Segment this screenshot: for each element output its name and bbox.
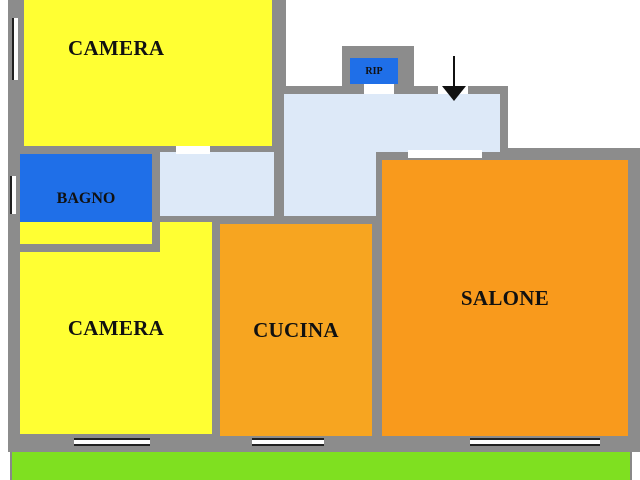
window-left-camera-top (12, 18, 18, 80)
room-label: CAMERA (67, 315, 165, 340)
window-left-bagno (10, 176, 16, 214)
room-label: BAGNO (56, 190, 116, 207)
room-rip: RIP (350, 58, 398, 84)
window-camera-bottom (74, 438, 150, 446)
corridor-divider (274, 150, 284, 218)
room-camera-bottom: CAMERA (20, 222, 212, 434)
arrow-down-icon (442, 56, 466, 101)
outside-area-top-right (508, 0, 640, 148)
outside-area-top-mid (286, 0, 508, 46)
outside-area-top-mid3 (286, 46, 342, 86)
window-cucina (252, 438, 324, 446)
door-corridor-top (408, 150, 482, 158)
wall-bagno-right (152, 154, 160, 250)
room-camera-top: CAMERA (24, 0, 272, 146)
wall-bagno-bottom (20, 244, 160, 252)
wall-left-edge (8, 0, 22, 440)
room-cucina: CUCINA (220, 224, 372, 436)
room-label: CUCINA (253, 317, 339, 342)
window-salone (470, 438, 600, 446)
room-salone: SALONE (382, 160, 628, 436)
door-rip (364, 84, 394, 94)
door-camera-top (176, 146, 210, 154)
room-label: CAMERA (68, 36, 165, 60)
room-label: SALONE (460, 285, 550, 310)
outside-area-top-mid2 (414, 46, 508, 86)
corridor (284, 94, 500, 152)
room-label: RIP (365, 65, 383, 77)
balcony-terrace (10, 452, 632, 480)
corridor-right-strip (284, 146, 376, 216)
